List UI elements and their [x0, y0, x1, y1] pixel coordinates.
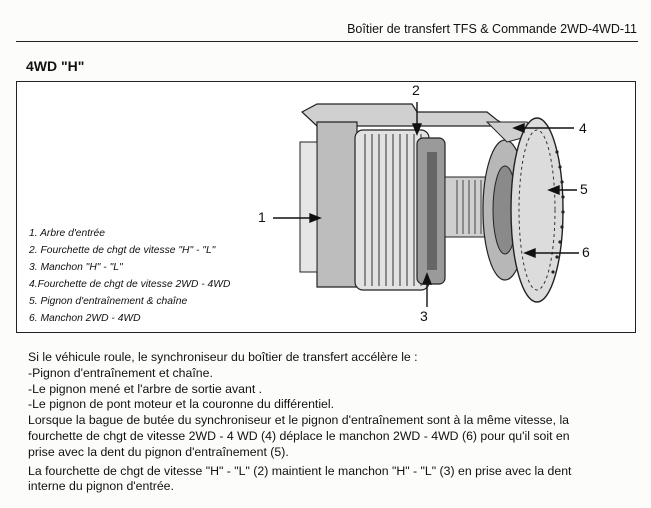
legend-item: 2. Fourchette de chgt de vitesse "H" - "… [29, 245, 216, 256]
page-header-title: Boîtier de transfert TFS & Commande 2WD-… [347, 22, 637, 36]
legend-item: 5. Pignon d'entraînement & chaîne [29, 296, 188, 307]
transfer-case-illustration [273, 102, 579, 307]
figure-legend: 1. Arbre d'entrée 2. Fourchette de chgt … [29, 225, 230, 327]
callout-4: 4 [579, 120, 587, 136]
legend-item: 3. Manchon "H" - "L" [29, 262, 123, 273]
callout-1: 1 [258, 209, 266, 225]
section-title: 4WD "H" [26, 58, 85, 74]
body-line: -Pignon d'entraînement et chaîne. [28, 365, 213, 380]
header-rule [16, 41, 638, 42]
body-text: Si le véhicule roule, le synchroniseur d… [28, 350, 640, 495]
body-line: -Le pignon de pont moteur et la couronne… [28, 397, 335, 412]
body-line: Si le véhicule roule, le synchroniseur d… [28, 350, 418, 364]
callout-6: 6 [582, 244, 590, 260]
figure-panel: 1 2 3 4 5 6 1. Arbre d'entrée 2. Fourche… [16, 81, 636, 333]
body-line: interne du pignon d'entrée. [28, 479, 174, 494]
callout-5: 5 [580, 181, 588, 197]
legend-item: 6. Manchon 2WD - 4WD [29, 313, 141, 324]
legend-item: 4.Fourchette de chgt de vitesse 2WD - 4W… [29, 279, 231, 290]
body-line: La fourchette de chgt de vitesse "H" - "… [28, 463, 572, 478]
legend-item: 1. Arbre d'entrée [29, 228, 105, 239]
body-line: prise avec la dent du pignon d'entraînem… [28, 444, 289, 459]
callout-2: 2 [412, 82, 420, 98]
body-line: fourchette de chgt de vitesse 2WD - 4 WD… [28, 428, 570, 443]
body-line: -Le pignon mené et l'arbre de sortie ava… [28, 381, 263, 396]
body-line: Lorsque la bague de butée du synchronise… [28, 413, 570, 428]
callout-3: 3 [420, 308, 428, 324]
